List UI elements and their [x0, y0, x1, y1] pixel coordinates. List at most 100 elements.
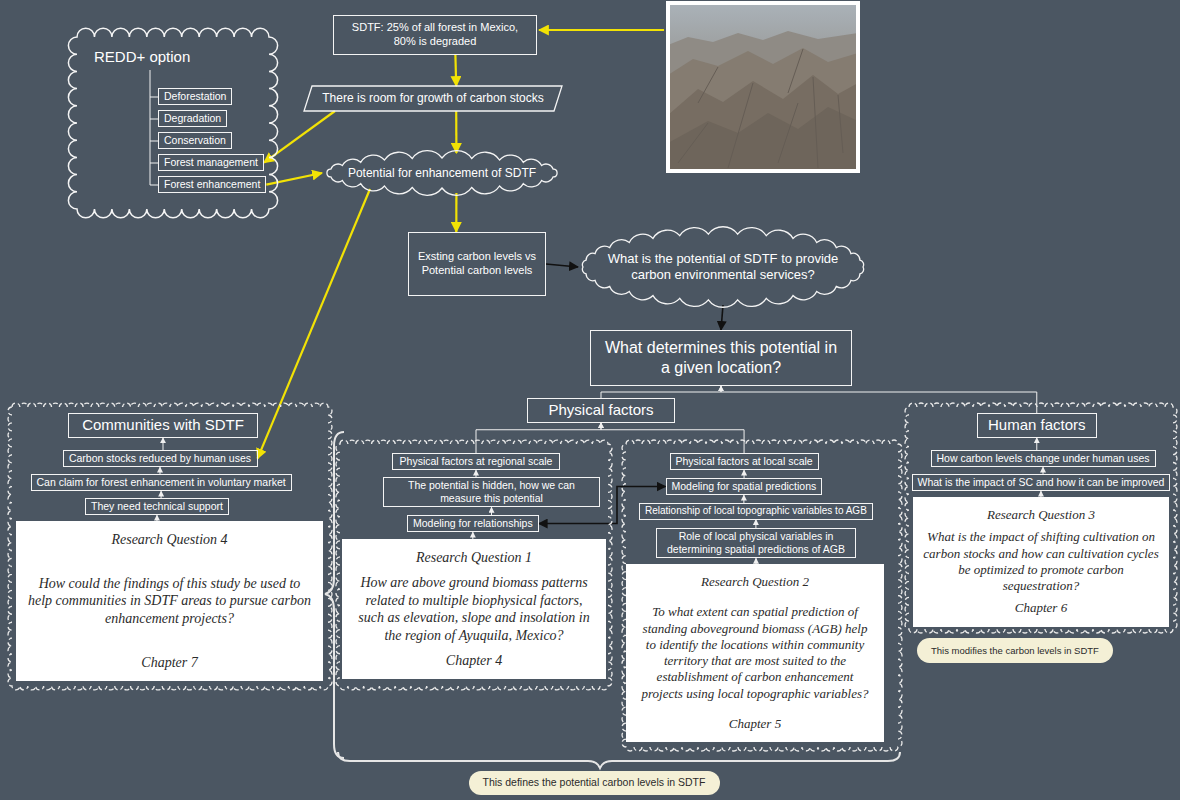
- node-text: There is room for growth of carbon stock…: [322, 91, 543, 106]
- question-box: Research Question 1How are above ground …: [342, 539, 606, 679]
- connector-arrow: [491, 507, 492, 515]
- process-box: Physical factors at regional scale: [392, 453, 560, 470]
- node-text: Forest enhancement: [164, 178, 260, 191]
- node-text: Modeling for relationships: [413, 517, 533, 530]
- node-text: How carbon levels change under human use…: [937, 452, 1150, 465]
- node-text: The potential is hidden, how we can meas…: [389, 479, 594, 505]
- node-text: Deforestation: [164, 90, 226, 103]
- connector-arrow: [258, 189, 371, 459]
- connector-arrow: [601, 386, 721, 398]
- process-box: The potential is hidden, how we can meas…: [383, 477, 600, 507]
- process-box: Deforestation: [158, 88, 232, 105]
- question-text: What is the impact of shifting cultivati…: [923, 529, 1159, 594]
- connector-arrow: [744, 470, 745, 478]
- node-text: Can claim for forest enhancement in volu…: [37, 476, 286, 489]
- node-text: Role of local physical variables in dete…: [662, 530, 850, 556]
- process-box: They need technical support: [85, 498, 229, 515]
- question-box: Research Question 3 What is the impact of…: [913, 497, 1169, 627]
- question-text: Chapter 5: [729, 716, 781, 732]
- connector-arrow: [743, 495, 744, 503]
- curly-brace: [338, 752, 900, 768]
- connector-arrow: [476, 470, 477, 477]
- connector-arrow: [266, 173, 322, 185]
- process-box: Degradation: [158, 110, 227, 127]
- question-box: Research Question 4How could the finding…: [16, 521, 323, 681]
- connector-arrow: [161, 491, 162, 498]
- process-box: Role of local physical variables in dete…: [656, 528, 856, 558]
- node-text: Physical factors: [548, 401, 653, 420]
- process-box: Carbon stocks reduced by human uses: [63, 450, 258, 467]
- note-pill: This modifies the carbon levels in SDTF: [917, 638, 1113, 663]
- process-box: Modeling for spatial predictions: [666, 478, 823, 495]
- node-text: Carbon stocks reduced by human uses: [69, 452, 251, 465]
- photo-ridge: [668, 75, 858, 171]
- process-box: Communities with SDTF: [68, 413, 258, 438]
- photo-texture: [678, 49, 843, 168]
- question-box: Research Question 2To what extent can sp…: [626, 564, 884, 742]
- process-box: What determines this potential in a give…: [590, 330, 852, 386]
- connector-arrow: [455, 111, 457, 153]
- question-text: Research Question 4: [111, 531, 227, 549]
- photo-ridge: [668, 31, 858, 171]
- process-box: Modeling for relationships: [407, 515, 539, 532]
- node-text: This modifies the carbon levels in SDTF: [931, 645, 1099, 657]
- node-text: Human factors: [988, 416, 1086, 435]
- node-text: Potential for enhancement of SDTF: [348, 166, 536, 181]
- dashed-outline: [8, 403, 332, 690]
- node-text: What is the potential of SDTF to provide…: [606, 251, 841, 284]
- question-text: How are above ground biomass patterns re…: [352, 574, 596, 644]
- connector-arrow: [755, 520, 756, 529]
- node-text: SDTF: 25% of all forest in Mexico, 80% i…: [340, 21, 530, 49]
- connector-arrow: [721, 305, 723, 330]
- connector-group: [157, 55, 1043, 564]
- node-text: Modeling for spatial predictions: [672, 480, 817, 493]
- photo-ridge: [668, 48, 858, 171]
- dashed-outline: [336, 440, 612, 690]
- pill-fill: [917, 638, 1113, 663]
- dashed-panel: Physical factors at regional scaleThe po…: [336, 440, 612, 690]
- connector-arrow: [721, 386, 1037, 413]
- process-box: Forest enhancement: [158, 176, 266, 193]
- node-text: They need technical support: [91, 500, 223, 513]
- connector-arrow: [454, 55, 457, 86]
- parallelogram-outline: [304, 86, 562, 111]
- question-text: Research Question 2: [701, 574, 809, 590]
- connector-arrow: [601, 423, 744, 453]
- process-box: SDTF: 25% of all forest in Mexico, 80% i…: [333, 15, 537, 55]
- photo-frame: [668, 3, 858, 171]
- process-box: Conservation: [158, 132, 232, 149]
- process-box: How carbon levels change under human use…: [931, 450, 1156, 467]
- process-box: Human factors: [977, 413, 1097, 438]
- node-text: What is the impact of SC and how it can …: [918, 476, 1165, 489]
- process-box: Physical factors: [527, 398, 675, 423]
- node-text: This defines the potential carbon levels…: [483, 776, 706, 789]
- question-text: Research Question 3: [987, 507, 1095, 523]
- node-text: Relationship of local topographic variab…: [645, 505, 867, 518]
- process-box: Can claim for forest enhancement in volu…: [31, 474, 292, 491]
- connector-arrow: [160, 467, 161, 474]
- note-pill: This defines the potential carbon levels…: [469, 771, 720, 795]
- dashed-panel: Communities with SDTF Carbon stocks reduc…: [8, 403, 332, 690]
- question-text: Chapter 6: [1015, 600, 1067, 616]
- node-text: Forest management: [164, 156, 258, 169]
- node-text: Exsting carbon levels vs Potential carbo…: [415, 250, 539, 278]
- node-text: Conservation: [164, 134, 226, 147]
- cloud-outline: [582, 227, 863, 307]
- process-box: Physical factors at local scale: [670, 453, 819, 470]
- cloud-shape: Potential for enhancement of SDTF: [322, 153, 562, 193]
- process-box: Relationship of local topographic variab…: [639, 503, 873, 520]
- question-text: Chapter 4: [446, 652, 502, 670]
- connector-arrow: [472, 532, 473, 539]
- connector-arrow: [546, 264, 578, 267]
- dashed-panel: Physical factors at local scaleModeling …: [622, 440, 902, 751]
- photo-arrow: [539, 29, 664, 31]
- dashed-panel: Human factorsHow carbon levels change un…: [905, 403, 1177, 633]
- cloud-shape: What is the potential of SDTF to provide…: [578, 229, 868, 305]
- connector-arrow: [476, 423, 601, 453]
- connector-arrow: [455, 193, 457, 232]
- node-text: Degradation: [164, 112, 221, 125]
- dashed-outline: [905, 403, 1177, 633]
- node-text: Communities with SDTF: [82, 416, 244, 435]
- pill-fill: [469, 771, 720, 795]
